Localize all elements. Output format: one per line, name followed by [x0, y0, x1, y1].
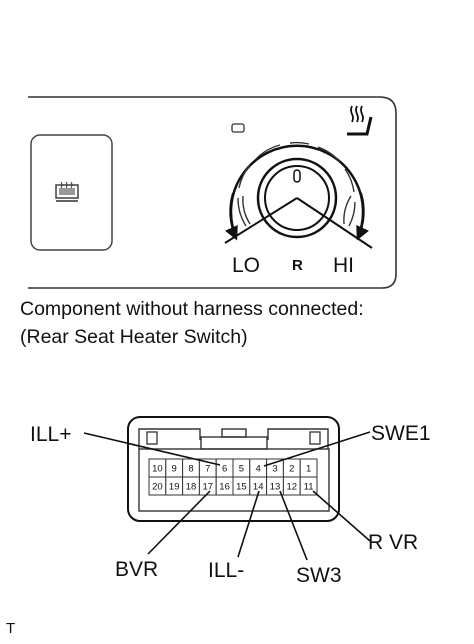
pin-number-1: 1	[306, 464, 311, 475]
caption-line-2: (Rear Seat Heater Switch)	[20, 326, 248, 348]
terminal-label-r-vr: R VR	[368, 531, 418, 554]
leader-lines	[83, 431, 371, 561]
pin-number-17: 17	[203, 482, 214, 493]
rocker-button[interactable]	[30, 134, 113, 251]
dial-position-lines	[224, 197, 373, 249]
dial-label-lo: LO	[232, 254, 260, 277]
pin-number-11: 11	[304, 482, 314, 493]
connector-latch	[221, 428, 247, 438]
pin-number-12: 12	[287, 482, 298, 493]
pin-number-5: 5	[239, 464, 244, 475]
terminal-label-bvr: BVR	[115, 558, 158, 581]
arrow-hi	[356, 192, 370, 241]
corner-mark: T	[6, 620, 16, 637]
pin-number-2: 2	[289, 464, 294, 475]
pin-number-3: 3	[272, 464, 277, 475]
pin-number-10: 10	[152, 464, 163, 475]
connector-left-lock	[146, 431, 158, 445]
pin-number-20: 20	[152, 482, 163, 493]
leader-ill-minus	[237, 490, 260, 558]
pin-number-7: 7	[205, 464, 210, 475]
pin-number-6: 6	[222, 464, 227, 475]
terminal-label-ill-plus: ILL+	[30, 423, 71, 446]
dial-pointer	[293, 169, 301, 183]
pin-number-14: 14	[253, 482, 264, 493]
pin-number-15: 15	[236, 482, 247, 493]
pin-number-8: 8	[188, 464, 193, 475]
seat-heater-rear-icon	[55, 181, 79, 202]
connector-right-lock	[309, 431, 321, 445]
dial-label-hi: HI	[333, 254, 354, 277]
dial-label-r: R	[292, 257, 303, 274]
leader-swe1	[263, 431, 371, 467]
indicator-lamp	[231, 123, 245, 133]
pin-number-13: 13	[270, 482, 281, 493]
temperature-dial[interactable]	[224, 141, 373, 249]
arrow-lo	[224, 192, 238, 241]
terminal-label-ill-minus: ILL-	[208, 559, 244, 582]
pin-cell	[299, 476, 318, 496]
leader-bvr	[147, 490, 211, 555]
seat-heater-icon	[347, 105, 373, 136]
pin-number-16: 16	[219, 482, 230, 493]
switch-panel: LO R HI	[28, 96, 397, 289]
leader-ill-plus	[83, 432, 221, 466]
terminal-label-swe1: SWE1	[371, 422, 431, 445]
terminal-label-sw3: SW3	[296, 564, 342, 587]
dial-detent-marks	[237, 141, 356, 227]
caption-line-1: Component without harness connected:	[20, 298, 364, 320]
pin-number-18: 18	[186, 482, 197, 493]
pin-number-4: 4	[256, 464, 261, 475]
pin-number-19: 19	[169, 482, 180, 493]
leader-sw3	[279, 490, 308, 561]
pin-number-9: 9	[172, 464, 177, 475]
pin-cavity-frame	[138, 448, 330, 512]
leader-r-vr	[312, 490, 371, 542]
